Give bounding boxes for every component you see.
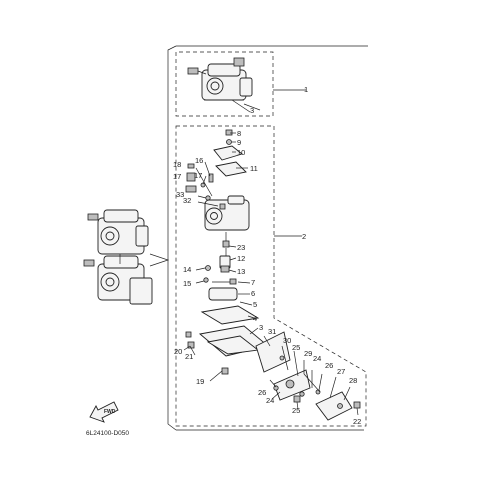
forward-arrow-icon: FWD: [89, 401, 119, 423]
callout-1: 1: [304, 85, 308, 94]
callout-22: 22: [353, 417, 361, 426]
callout-5: 5: [253, 300, 257, 309]
callout-29: 29: [304, 349, 312, 358]
callout-30: 30: [283, 336, 291, 345]
callout-21: 21: [185, 352, 193, 361]
callout-6: 6: [251, 289, 255, 298]
callout-33: 33: [176, 190, 184, 199]
callout-32: 32: [183, 196, 191, 205]
callout-10: 10: [237, 148, 245, 157]
outer-bracket: [167, 45, 368, 431]
callout-25: 25: [292, 343, 300, 352]
callout-9: 9: [237, 138, 241, 147]
callout-20: 20: [174, 347, 182, 356]
assembly-box-top: [175, 51, 306, 117]
callout-7: 7: [251, 278, 255, 287]
callout-11: 11: [250, 164, 258, 173]
callout-17: 17: [194, 171, 202, 180]
callout-2: 2: [302, 232, 306, 241]
figure-code: 6L24100-D050: [86, 430, 129, 437]
twin-carburetor-illustration: [83, 209, 170, 305]
callout-3: 3: [250, 106, 254, 115]
callout-18: 18: [173, 160, 181, 169]
callout-4: 4: [253, 314, 257, 323]
callout-16: 16: [195, 156, 203, 165]
callout-26: 26: [325, 361, 333, 370]
callout-31: 31: [268, 327, 276, 336]
callout-26: 26: [258, 388, 266, 397]
callout-labels: 1 2 3 3 4 5 6 7 8 9 10 11 12 13 14 15 16…: [173, 85, 361, 426]
callout-19: 19: [196, 377, 204, 386]
callout-28: 28: [349, 376, 357, 385]
callout-8: 8: [237, 129, 241, 138]
callout-12: 12: [237, 254, 245, 263]
callout-25: 25: [292, 406, 300, 415]
callout-3: 3: [259, 323, 263, 332]
callout-24: 24: [313, 354, 321, 363]
callout-24: 24: [266, 396, 274, 405]
carburetor-assembly-top: [187, 57, 253, 113]
callout-15: 15: [183, 279, 191, 288]
leader-lines: [183, 103, 359, 416]
callout-27: 27: [337, 367, 345, 376]
assembly-box-main: [175, 125, 367, 427]
fwd-label: FWD: [104, 409, 116, 415]
callout-23: 23: [237, 243, 245, 252]
callout-17: 17: [173, 172, 181, 181]
callout-14: 14: [183, 265, 191, 274]
callout-13: 13: [237, 267, 245, 276]
exploded-parts: [185, 129, 361, 421]
